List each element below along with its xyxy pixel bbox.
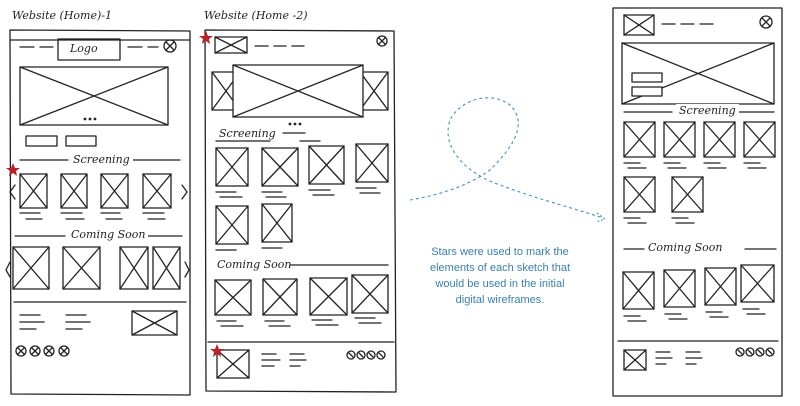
sketch-1-coming-soon-row: [5, 246, 190, 290]
final-screening-label: Screening: [676, 104, 739, 117]
sketch-2-screening-label: Screening: [219, 127, 276, 140]
final-coming-soon-label: Coming Soon: [645, 241, 726, 254]
sketch-1-screening-row: [9, 173, 188, 220]
star-icon: [6, 163, 20, 176]
sketch-1-logo-label: Logo: [70, 42, 98, 55]
star-icon: [210, 344, 224, 357]
sketch-2-title: Website (Home -2): [204, 9, 308, 22]
sketch-2-coming-soon-label: Coming Soon: [217, 258, 292, 271]
annotation-note: Stars were used to mark the elements of …: [429, 246, 571, 306]
star-icon: [199, 31, 213, 44]
sketch-1-title: Website (Home)-1: [12, 9, 113, 22]
sketch-1-coming-soon-label: Coming Soon: [68, 228, 149, 241]
sketch-1-screening-label: Screening: [70, 153, 133, 166]
